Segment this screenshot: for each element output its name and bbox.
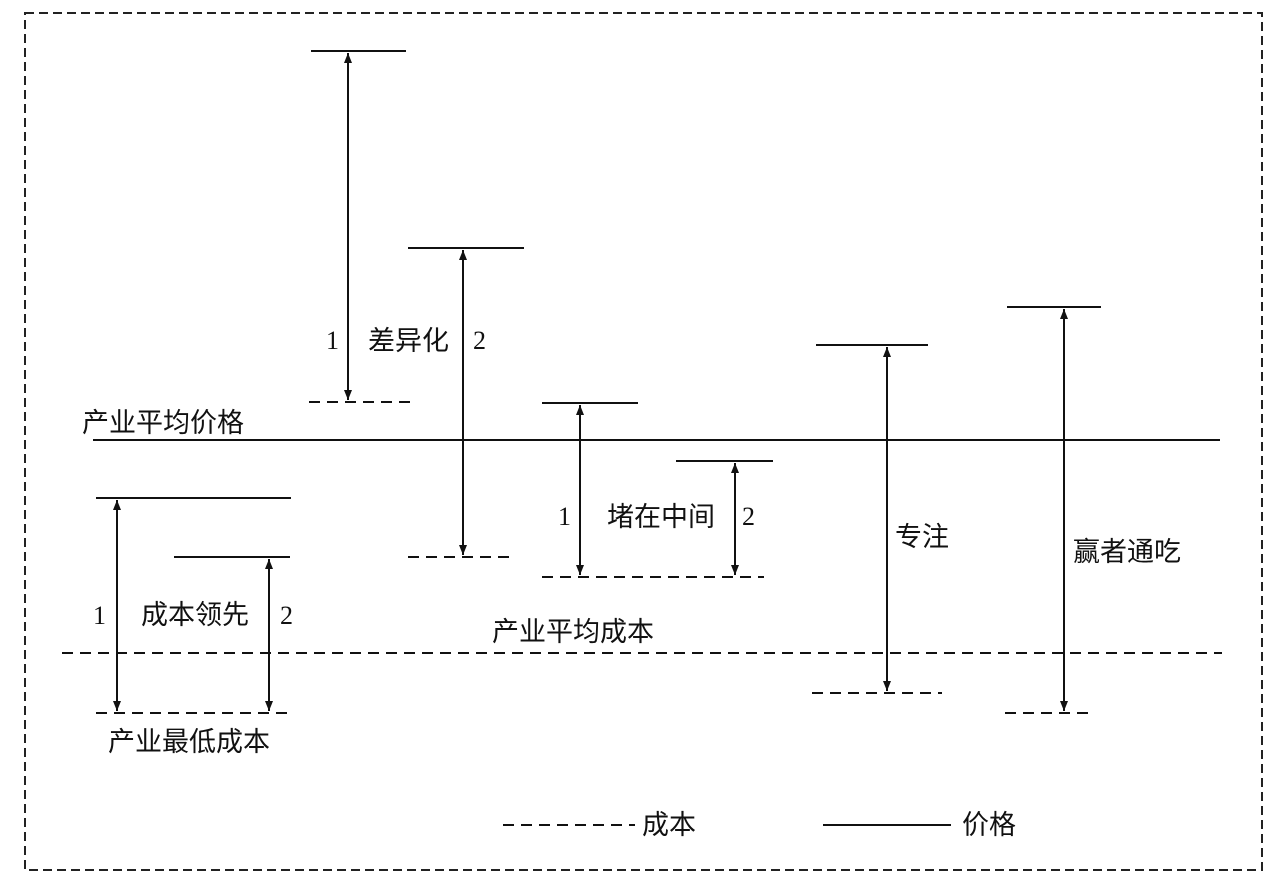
industry-average-price-label: 产业平均价格 [82, 408, 244, 439]
cost-leadership-num-2: 2 [280, 601, 293, 630]
legend: 成本 价格 [503, 810, 1016, 841]
differentiation-group: 1 差异化 2 [309, 50, 524, 558]
stuck-in-middle-group: 1 堵在中间 2 [542, 402, 773, 578]
cost-leadership-group: 1 成本领先 2 产业最低成本 [93, 497, 293, 758]
legend-price-label: 价格 [962, 810, 1016, 841]
cost-leadership-label: 成本领先 [141, 600, 249, 631]
differentiation-label: 差异化 [368, 326, 449, 357]
stuck-in-middle-num-1: 1 [558, 502, 571, 531]
outer-frame [24, 12, 1263, 871]
winner-takes-all-group: 赢者通吃 [1005, 306, 1181, 714]
focus-label: 专注 [895, 522, 949, 553]
focus-group: 专注 [812, 344, 949, 694]
industry-average-cost-label: 产业平均成本 [492, 617, 654, 648]
cost-leadership-num-1: 1 [93, 601, 106, 630]
differentiation-num-1: 1 [326, 326, 339, 355]
industry-minimum-cost-label: 产业最低成本 [108, 727, 270, 758]
winner-takes-all-label: 赢者通吃 [1073, 537, 1181, 568]
legend-cost-label: 成本 [642, 810, 696, 841]
differentiation-num-2: 2 [473, 326, 486, 355]
stuck-in-middle-label: 堵在中间 [607, 502, 715, 533]
stuck-in-middle-num-2: 2 [742, 502, 755, 531]
